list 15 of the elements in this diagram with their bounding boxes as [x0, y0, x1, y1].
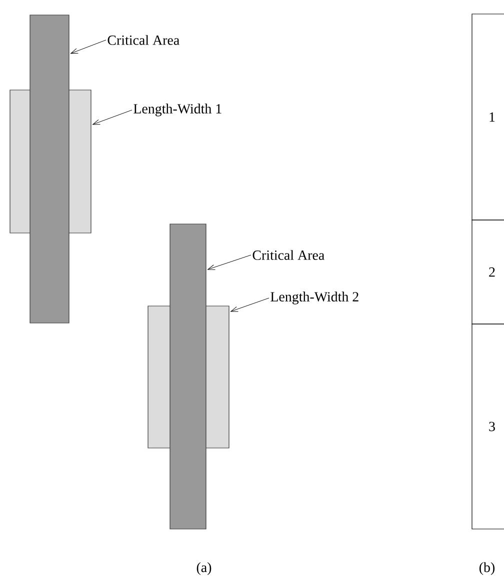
cell: 1	[472, 14, 504, 220]
leader-line	[92, 110, 132, 125]
critical-area-bar	[30, 14, 70, 324]
leader-line	[70, 40, 106, 54]
callout-label: Length-Width 1	[134, 104, 222, 116]
critical-area-bar	[170, 224, 206, 530]
cell: 2	[472, 220, 504, 324]
leader-line	[208, 254, 252, 270]
leader-line	[230, 298, 270, 312]
callout-label: Critical Area	[108, 35, 180, 45]
panel-label: (b)	[479, 562, 495, 575]
panel-label: (a)	[196, 562, 212, 575]
callout-label: Length-Width 2	[270, 292, 358, 304]
callout-label: Critical Area	[252, 250, 324, 260]
cell: 3	[472, 324, 504, 530]
